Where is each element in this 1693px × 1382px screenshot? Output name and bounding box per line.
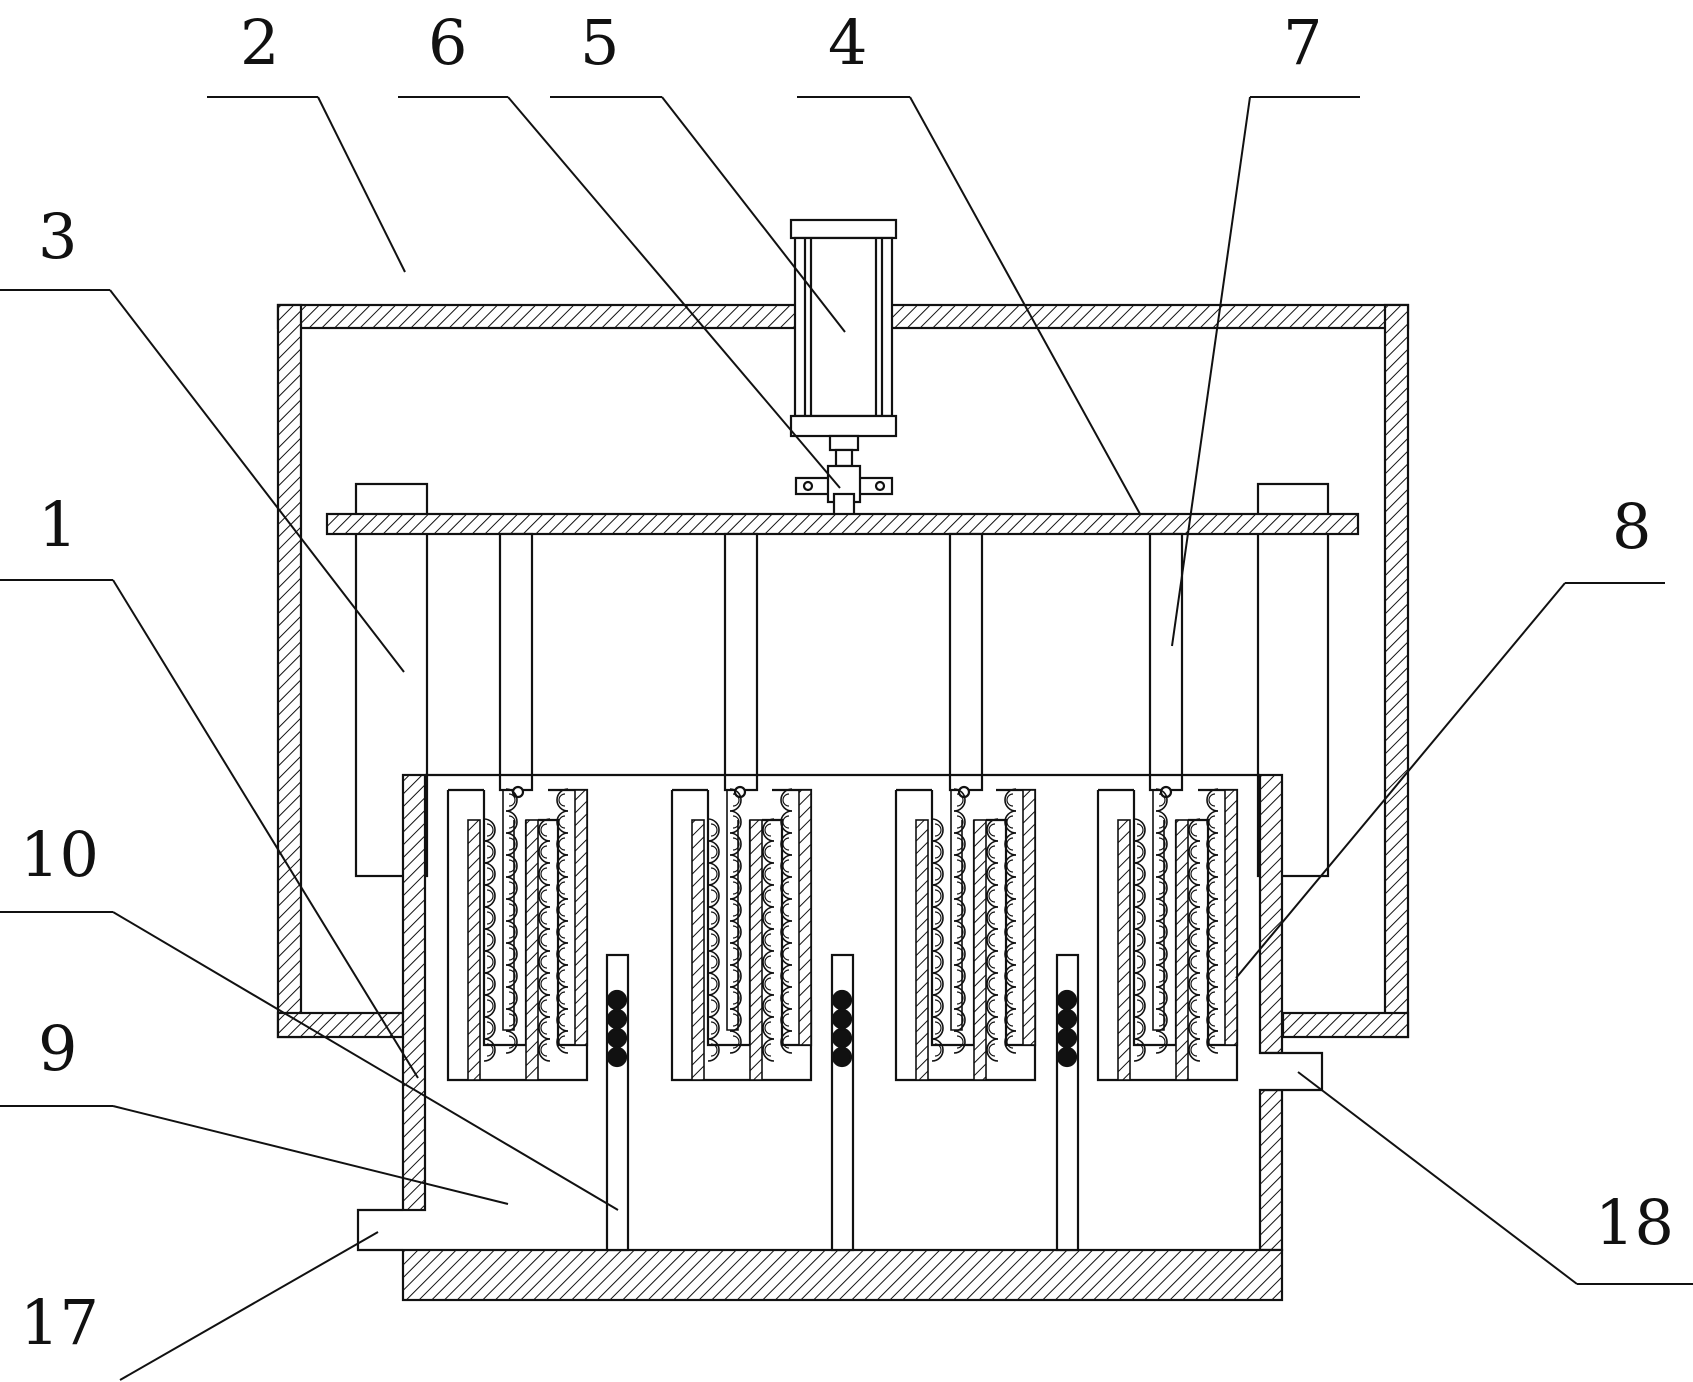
flange-coupling	[794, 464, 894, 520]
label-17: 17	[20, 1286, 99, 1359]
basket-module	[670, 787, 813, 1082]
label-4: 4	[828, 6, 867, 79]
basket-modules	[446, 787, 1239, 1082]
label-6: 6	[428, 6, 467, 79]
leader-lines	[0, 96, 1693, 1381]
label-1: 1	[38, 488, 77, 561]
label-7: 7	[1283, 6, 1322, 79]
partition-posts	[605, 953, 1080, 1252]
label-5: 5	[580, 6, 619, 79]
label-3: 3	[38, 200, 77, 273]
label-18: 18	[1595, 1186, 1674, 1259]
basket-module	[446, 787, 589, 1082]
basket-module	[1096, 787, 1239, 1082]
inlet-pipe	[1260, 1051, 1324, 1092]
guide-posts	[354, 482, 1330, 878]
motor-cylinder	[789, 218, 898, 468]
label-10: 10	[20, 818, 99, 891]
label-2: 2	[240, 6, 279, 79]
inner-tank	[401, 773, 1284, 1302]
lifting-plate	[325, 512, 1360, 536]
sealing-balls	[606, 989, 1078, 1068]
hanging-rods	[498, 532, 1184, 799]
label-9: 9	[38, 1012, 77, 1085]
outlet-pipe	[356, 1208, 403, 1252]
basket-module	[894, 787, 1037, 1082]
part-labels: 2 6 5 4 7 3 8 1 10 9 17 18	[20, 6, 1674, 1359]
label-8: 8	[1612, 490, 1651, 563]
